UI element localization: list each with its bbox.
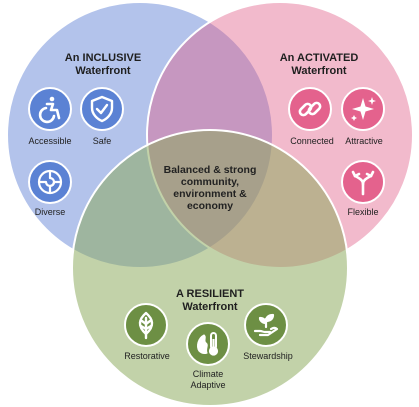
- thermometer-globe-icon: [186, 322, 230, 366]
- connected-label: Connected: [290, 136, 334, 146]
- safe-label: Safe: [92, 136, 112, 146]
- center-line-3: environment &: [173, 188, 247, 200]
- restorative-label: Restorative: [124, 351, 170, 361]
- center-line-4: economy: [186, 200, 234, 212]
- inclusive-title: An INCLUSIVE Waterfront: [48, 52, 158, 78]
- climate-label-line-1: Climate: [192, 369, 224, 379]
- inclusive-title-line-2: Waterfront: [75, 65, 131, 77]
- diverse-label: Diverse: [34, 207, 66, 217]
- split-arrows-icon: [341, 160, 385, 204]
- climate-label-line-2: Adaptive: [190, 380, 226, 390]
- center-line-2: community,: [180, 176, 240, 188]
- resilient-title: A RESILIENT Waterfront: [155, 288, 265, 314]
- climate-adaptive-label: Climate Adaptive: [178, 369, 238, 391]
- puzzle-icon: [28, 160, 72, 204]
- wheelchair-icon: [28, 87, 72, 131]
- activated-title: An ACTIVATED Waterfront: [264, 52, 374, 78]
- flexible-label: Flexible: [347, 207, 379, 217]
- resilient-title-line-2: Waterfront: [182, 301, 238, 313]
- attractive-label: Attractive: [345, 136, 383, 146]
- inclusive-title-line-1: An INCLUSIVE: [64, 52, 142, 64]
- stewardship-label: Stewardship: [243, 351, 293, 361]
- resilient-title-line-1: A RESILIENT: [175, 288, 245, 300]
- shield-check-icon: [80, 87, 124, 131]
- link-icon: [288, 87, 332, 131]
- activated-title-line-1: An ACTIVATED: [279, 52, 359, 64]
- accessible-label: Accessible: [28, 136, 72, 146]
- sparkles-icon: [341, 87, 385, 131]
- center-line-1: Balanced & strong: [163, 164, 257, 176]
- hand-sprout-icon: [244, 303, 288, 347]
- activated-title-line-2: Waterfront: [291, 65, 347, 77]
- leaf-icon: [124, 303, 168, 347]
- center-statement: Balanced & strong community, environment…: [150, 164, 270, 212]
